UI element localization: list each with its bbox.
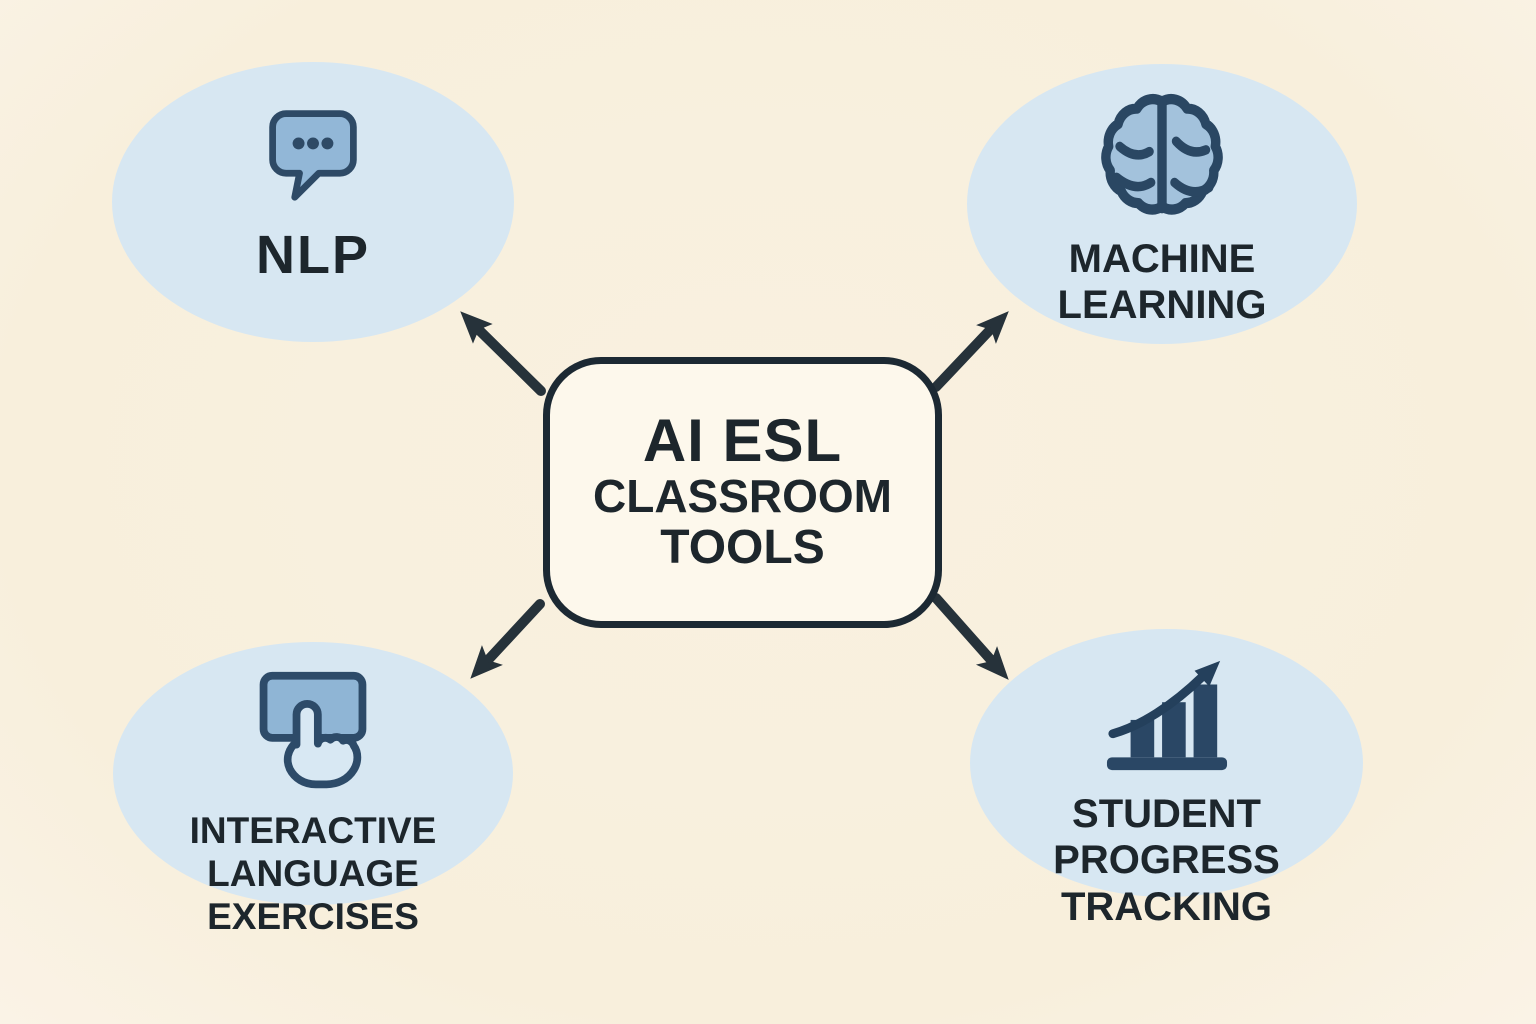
node-machine-learning-label: MACHINE LEARNING <box>1057 237 1267 328</box>
node-student-progress-tracking: STUDENT PROGRESS TRACKING <box>970 629 1363 929</box>
node-interactive-language-exercises: INTERACTIVE LANGUAGE EXERCISES <box>113 642 513 937</box>
touch-gesture-icon <box>259 671 367 789</box>
arrow-to-interactive-language-exercises <box>470 599 545 679</box>
node-nlp-label: NLP <box>256 225 370 285</box>
node-interactive-language-exercises-label: INTERACTIVE LANGUAGE EXERCISES <box>189 810 437 937</box>
arrow-to-nlp <box>460 311 546 396</box>
center-title-line-1: AI ESL <box>642 406 843 474</box>
node-nlp: NLP <box>112 62 514 342</box>
node-student-progress-tracking-label: STUDENT PROGRESS TRACKING <box>1053 792 1280 929</box>
center-title-line-2: CLASSROOM <box>593 469 892 522</box>
node-machine-learning: MACHINE LEARNING <box>967 64 1357 344</box>
center-node-ai-esl-classroom-tools: AI ESL CLASSROOM TOOLS <box>543 357 942 628</box>
bar-chart-growth-icon <box>1106 660 1227 771</box>
brain-icon <box>1101 93 1223 215</box>
center-title-line-3: TOOLS <box>660 521 825 575</box>
arrow-to-student-progress-tracking <box>931 593 1009 680</box>
arrow-to-machine-learning <box>931 311 1009 392</box>
chat-bubble-icon <box>269 110 357 201</box>
